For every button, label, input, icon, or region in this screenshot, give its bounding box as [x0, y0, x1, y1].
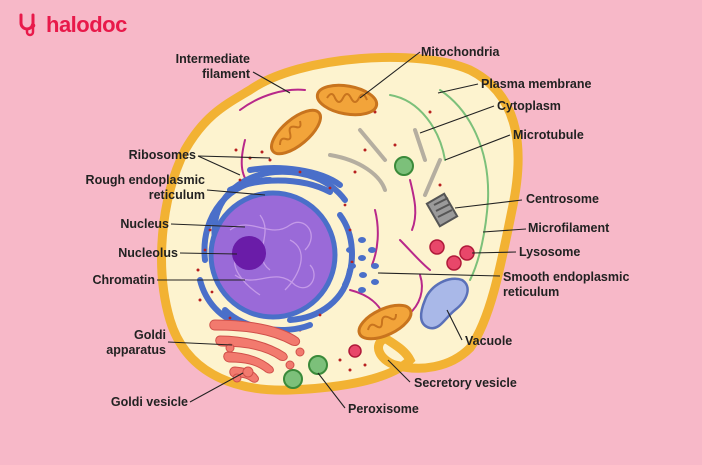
label-nucleolus: Nucleolus: [118, 246, 178, 260]
brand-name: halodoc: [46, 12, 127, 37]
leader-lines: [157, 51, 527, 409]
label-microtubule: Microtubule: [513, 128, 584, 142]
label-golgi-apparatus: Goldi apparatus: [106, 328, 166, 357]
mitochondrion: [315, 83, 379, 117]
label-golgi-vesicle: Goldi vesicle: [110, 395, 188, 409]
smooth-endoplasmic-reticulum: [346, 237, 379, 293]
vacuole: [419, 277, 469, 330]
nucleolus: [232, 236, 266, 270]
lysosome: [348, 239, 475, 358]
nucleus: [208, 190, 338, 320]
stethoscope-icon: [19, 13, 36, 37]
peroxisome-2: [283, 369, 303, 389]
mitochondrion-2: [270, 108, 322, 156]
label-smooth-er: Smooth endoplasmic reticulum: [503, 270, 630, 299]
label-vacuole: Vacuole: [465, 334, 513, 348]
label-chromatin: Chromatin: [92, 273, 156, 287]
centrosome: [425, 192, 459, 228]
mitochondrion-3: [357, 303, 413, 341]
label-intermediate-filament: Intermediate filament: [175, 52, 250, 81]
golgi-vesicles: [225, 343, 305, 383]
label-secretory-vesicle: Secretory vesicle: [414, 376, 517, 390]
label-ribosomes: Ribosomes: [128, 148, 196, 162]
label-plasma-membrane: Plasma membrane: [481, 77, 592, 91]
label-mitochondria: Mitochondria: [421, 45, 500, 59]
brand-logo: halodoc: [16, 10, 127, 40]
peroxisome: [308, 355, 328, 375]
label-cytoplasm: Cytoplasm: [497, 99, 561, 113]
label-centrosome: Centrosome: [526, 192, 599, 206]
label-microfilament: Microfilament: [528, 221, 610, 235]
label-rough-er: Rough endoplasmic reticulum: [85, 173, 205, 202]
peroxisome-top: [394, 156, 414, 176]
label-lysosome: Lysosome: [519, 245, 581, 259]
label-nucleus: Nucleus: [120, 217, 169, 231]
label-peroxisome: Peroxisome: [348, 402, 419, 416]
